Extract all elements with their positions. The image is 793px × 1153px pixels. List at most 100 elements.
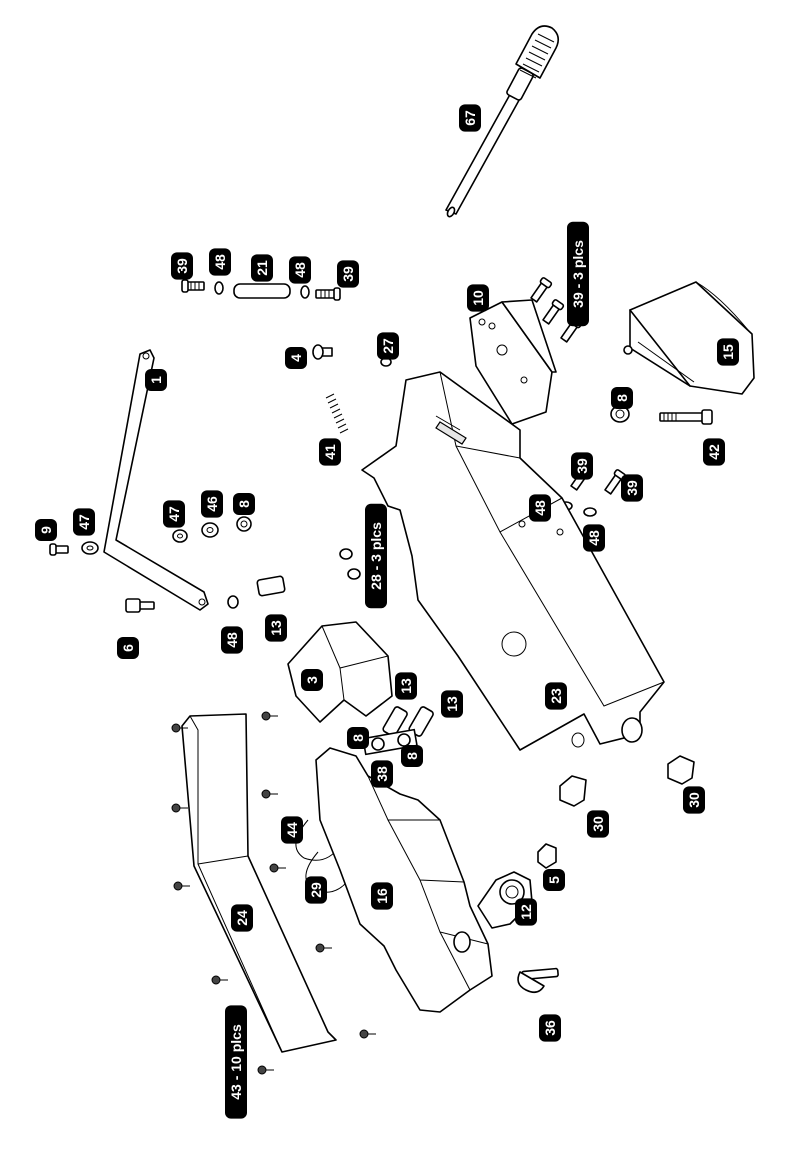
callout-label: 42 — [706, 444, 722, 460]
callout-label: 39 — [340, 266, 356, 282]
callout-label: 39 — [574, 458, 590, 474]
callout-label: 1 — [148, 376, 164, 384]
part-47-washer-middle — [173, 530, 187, 542]
callout-label: 39 — [174, 258, 190, 274]
callout-label: 46 — [204, 496, 220, 512]
callout-c47b: 47 — [163, 500, 185, 527]
callout-label: 24 — [234, 910, 250, 926]
callout-c48c: 48 — [529, 494, 551, 521]
callout-label: 30 — [590, 816, 606, 832]
callout-label: 8 — [614, 394, 630, 402]
callout-label: 9 — [38, 526, 54, 534]
part-9-screw — [50, 544, 68, 555]
callout-label: 29 — [308, 882, 324, 898]
part-46-washer — [202, 523, 218, 537]
callout-c8b: 8 — [233, 493, 255, 515]
callout-c48d: 48 — [583, 524, 605, 551]
callout-label: 5 — [546, 876, 562, 884]
callout-c5: 5 — [543, 869, 565, 891]
callout-label: 8 — [350, 734, 366, 742]
callout-c3: 3 — [301, 669, 323, 691]
part-41-spring — [326, 394, 348, 433]
part-8-nut-lower-left — [372, 738, 384, 750]
callout-label: 28 - 3 plcs — [368, 522, 384, 590]
callout-c21: 21 — [251, 254, 273, 281]
callout-c28: 28 - 3 plcs — [365, 504, 387, 609]
callout-c13b: 13 — [395, 672, 417, 699]
part-48-ring-left — [228, 596, 238, 608]
callout-label: 39 — [624, 480, 640, 496]
part-8-nut-middle — [237, 517, 251, 531]
callout-c24: 24 — [231, 904, 253, 931]
callout-label: 21 — [254, 260, 270, 276]
callout-c16: 16 — [371, 882, 393, 909]
part-6-bolt — [126, 599, 154, 612]
callout-c67: 67 — [459, 104, 481, 131]
callout-c38: 38 — [371, 760, 393, 787]
callout-label: 48 — [532, 500, 548, 516]
part-15-chute — [624, 282, 754, 394]
callout-label: 13 — [268, 620, 284, 636]
callout-c13a: 13 — [265, 614, 287, 641]
part-13-spacer-upper — [257, 576, 285, 596]
callout-c12: 12 — [515, 898, 537, 925]
part-48-ring-top-right — [301, 286, 309, 298]
callout-label: 15 — [720, 344, 736, 360]
callout-label: 13 — [444, 696, 460, 712]
callout-c4: 4 — [285, 347, 307, 369]
callout-c15: 15 — [717, 338, 739, 365]
part-8-nut-lower-right — [398, 734, 410, 746]
callout-c48a: 48 — [209, 248, 231, 275]
callout-label: 13 — [398, 678, 414, 694]
callout-label: 4 — [288, 354, 304, 362]
part-36-pin — [518, 968, 558, 992]
part-48-ring-top-left — [215, 282, 223, 294]
callout-c1: 1 — [145, 369, 167, 391]
callout-label: 41 — [322, 444, 338, 460]
callout-c23: 23 — [545, 682, 567, 709]
callout-label: 6 — [120, 644, 136, 652]
callout-c48b: 48 — [289, 256, 311, 283]
callout-label: 8 — [236, 500, 252, 508]
callout-label: 8 — [404, 752, 420, 760]
callout-c47a: 47 — [73, 508, 95, 535]
callout-label: 48 — [586, 530, 602, 546]
callout-label: 43 - 10 plcs — [228, 1024, 244, 1100]
callout-label: 23 — [548, 688, 564, 704]
part-42-long-bolt — [660, 410, 712, 424]
callout-c29: 29 — [305, 876, 327, 903]
callout-c42: 42 — [703, 438, 725, 465]
callout-c36: 36 — [539, 1014, 561, 1041]
part-39-screw-top-right — [316, 288, 340, 300]
callout-c9: 9 — [35, 519, 57, 541]
callout-label: 67 — [462, 110, 478, 126]
callout-c30a: 30 — [587, 810, 609, 837]
part-5-stud — [538, 844, 556, 868]
callout-label: 3 — [304, 676, 320, 684]
callout-label: 36 — [542, 1020, 558, 1036]
callout-label: 12 — [518, 904, 534, 920]
callout-c6: 6 — [117, 637, 139, 659]
callout-label: 30 — [686, 792, 702, 808]
callout-label: 48 — [212, 254, 228, 270]
callout-c46: 46 — [201, 490, 223, 517]
callout-c39c: 39 - 3 plcs — [567, 222, 589, 327]
callout-label: 27 — [380, 338, 396, 354]
callout-label: 44 — [284, 822, 300, 838]
callout-c8d: 8 — [401, 745, 423, 767]
callout-label: 39 - 3 plcs — [570, 240, 586, 308]
callout-c39e: 39 — [621, 474, 643, 501]
callout-c39b: 39 — [337, 260, 359, 287]
part-47-washer-left — [82, 542, 98, 554]
callout-label: 47 — [166, 506, 182, 522]
callout-c30b: 30 — [683, 786, 705, 813]
callout-label: 16 — [374, 888, 390, 904]
callout-label: 10 — [470, 290, 486, 306]
callout-c27: 27 — [377, 332, 399, 359]
callout-label: 47 — [76, 514, 92, 530]
part-16-gearbox-housing — [316, 748, 492, 1012]
part-39-screw-top-left — [182, 280, 204, 292]
part-21-pin — [234, 284, 290, 298]
